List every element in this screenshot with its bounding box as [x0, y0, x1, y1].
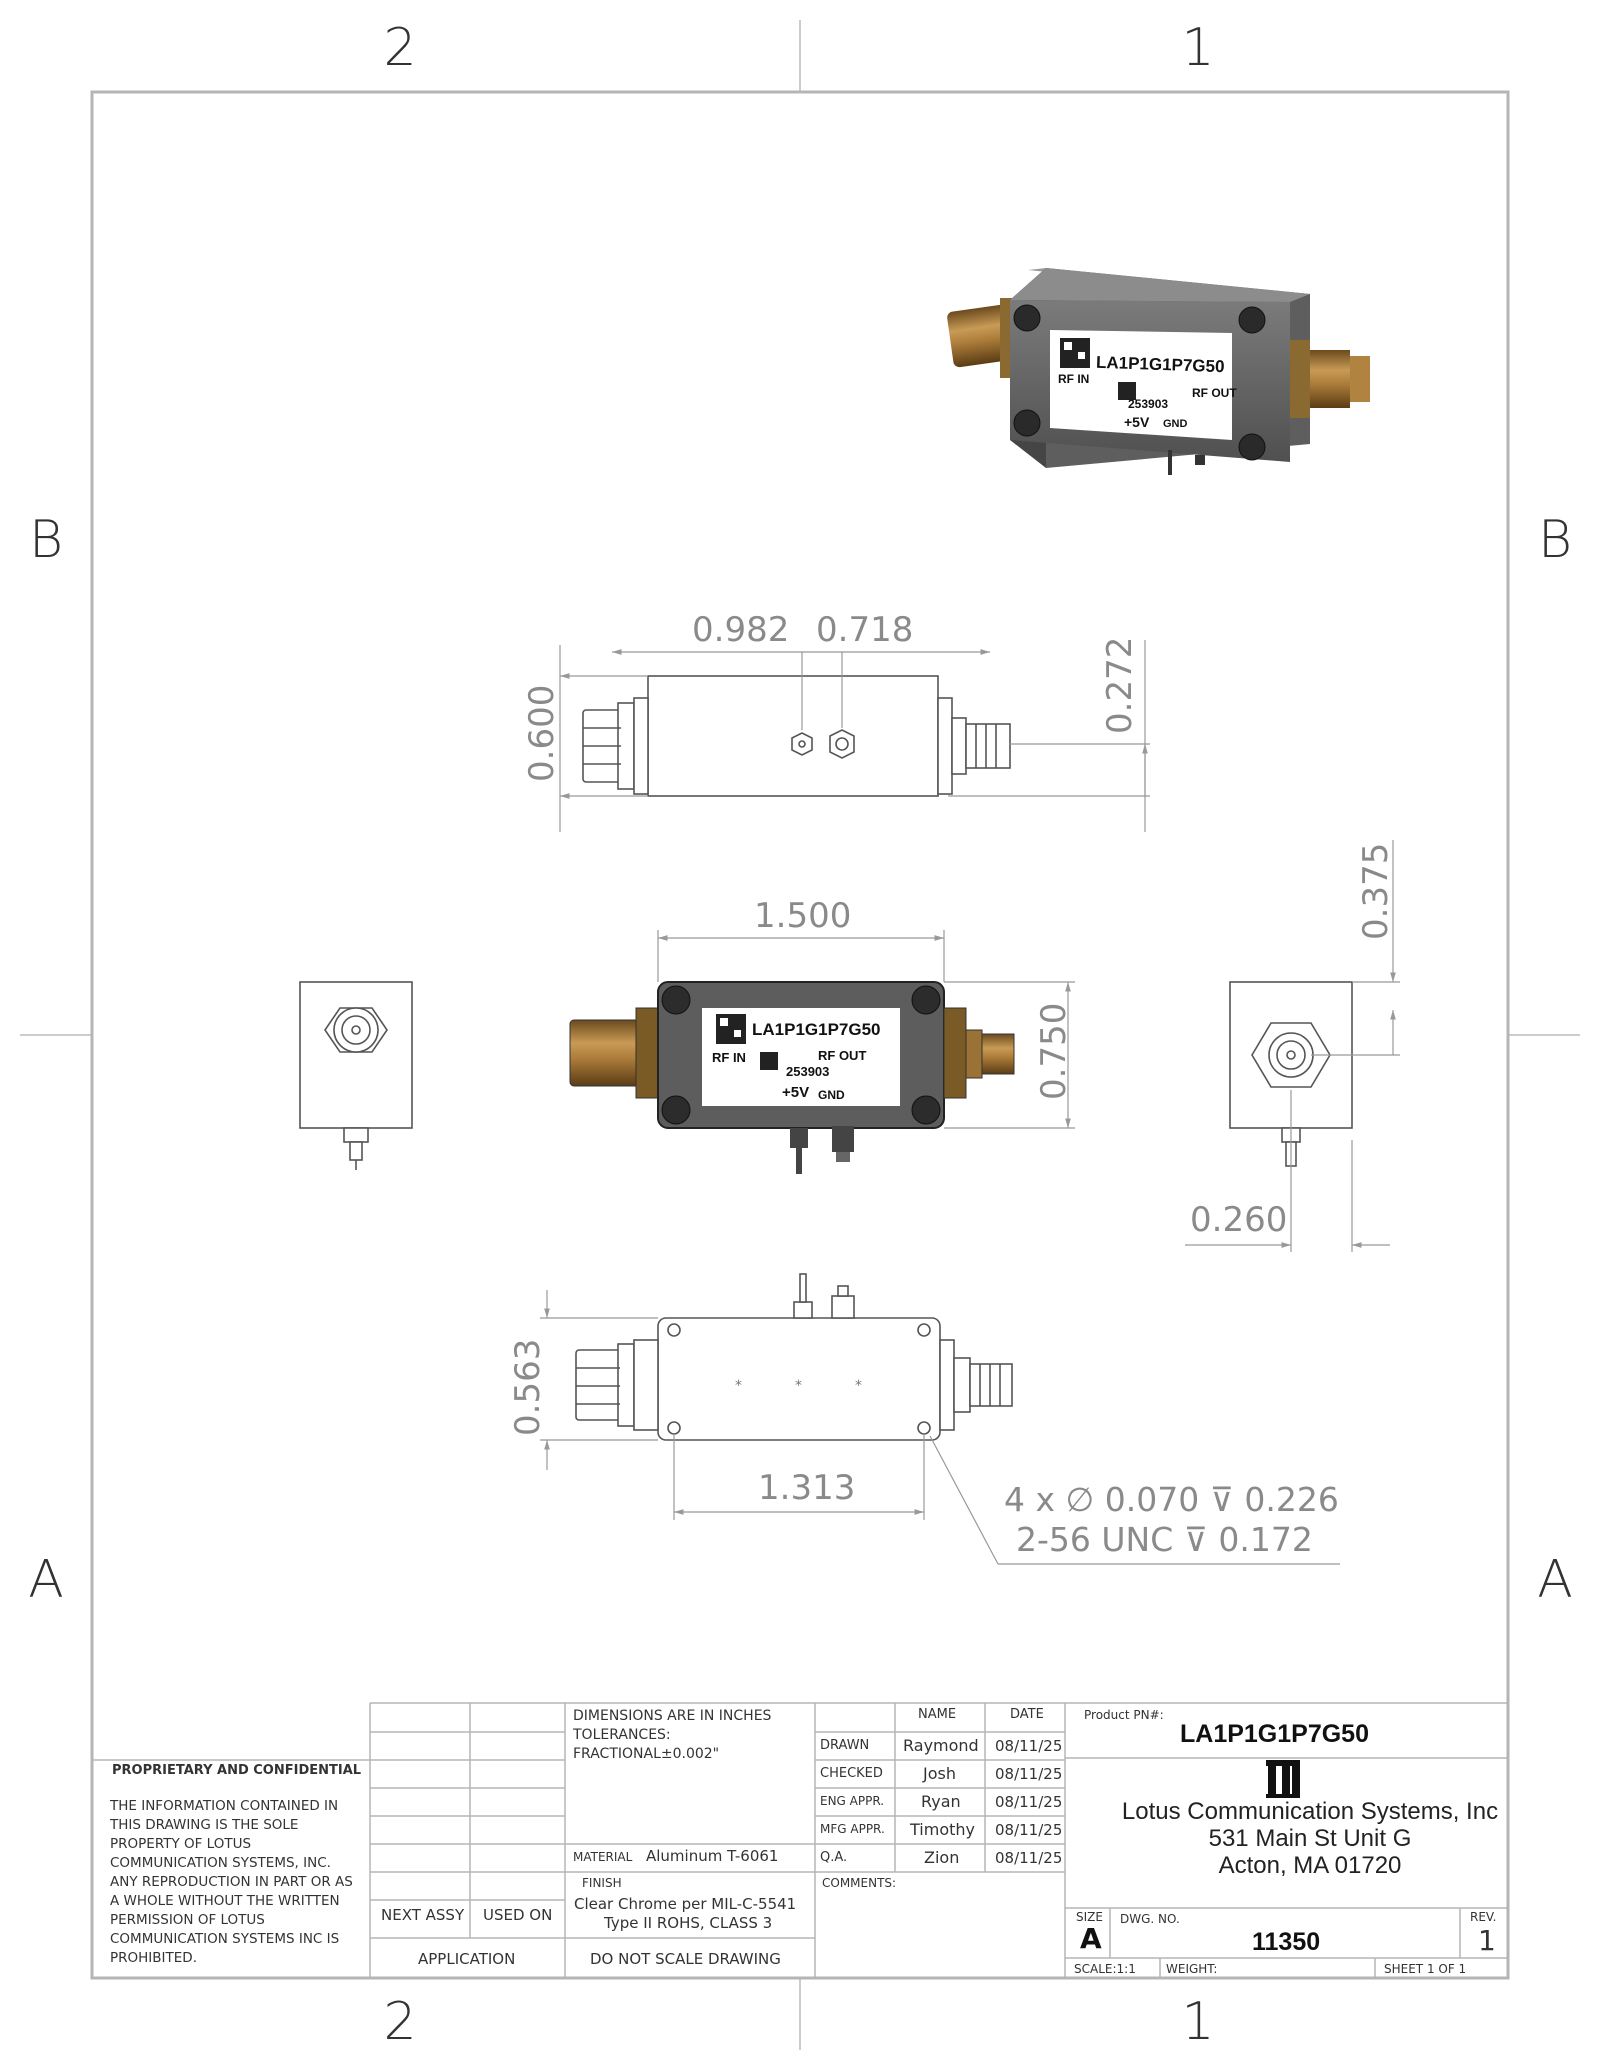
dimension-1500: 1.500 — [754, 896, 852, 936]
isometric-view — [947, 268, 1370, 475]
front-label-rf-in: RF IN — [712, 1050, 746, 1065]
approval-name-checked: Josh — [923, 1764, 956, 1783]
approval-date-eng: 08/11/25 — [995, 1793, 1063, 1811]
zone-label-bottom-1: 1 — [1181, 1992, 1215, 2052]
dimension-0260: 0.260 — [1190, 1200, 1288, 1240]
iso-label-power: +5V — [1124, 414, 1150, 430]
size-label: SIZE — [1076, 1910, 1103, 1924]
rev-value: 1 — [1478, 1924, 1496, 1957]
dimensions-note-1: DIMENSIONS ARE IN INCHES — [573, 1708, 772, 1724]
dimension-0982: 0.982 — [692, 610, 790, 650]
svg-text:*: * — [795, 1378, 802, 1394]
front-view-dimension-lines — [657, 930, 1075, 1129]
approval-date-qa: 08/11/25 — [995, 1849, 1063, 1867]
next-assy-label: NEXT ASSY — [381, 1906, 465, 1924]
approval-role-qa: Q.A. — [820, 1850, 848, 1865]
dimension-1313: 1.313 — [758, 1468, 856, 1508]
approval-name-drawn: Raymond — [903, 1736, 979, 1755]
front-view — [569, 981, 1015, 1174]
company-name: Lotus Communication Systems, Inc — [1121, 1798, 1499, 1825]
approval-date-drawn: 08/11/25 — [995, 1737, 1063, 1755]
title-block-grid — [92, 1702, 1508, 1978]
front-label-ground: GND — [818, 1088, 845, 1102]
approval-name-eng: Ryan — [921, 1792, 961, 1811]
dimension-0272: 0.272 — [1100, 636, 1140, 734]
dimension-0718: 0.718 — [816, 610, 914, 650]
top-view — [582, 675, 1011, 797]
iso-label-rf-out: RF OUT — [1192, 386, 1237, 400]
scale-label: SCALE:1:1 — [1074, 1962, 1136, 1976]
zone-ticks — [20, 20, 1580, 2050]
svg-text:*: * — [855, 1378, 862, 1394]
zone-label-top-2: 2 — [383, 18, 417, 78]
used-on-label: USED ON — [483, 1906, 553, 1924]
approval-date-header: DATE — [1010, 1707, 1044, 1722]
dimension-0375: 0.375 — [1356, 842, 1396, 940]
approval-date-mfg: 08/11/25 — [995, 1821, 1063, 1839]
dimension-0750: 0.750 — [1034, 1002, 1074, 1100]
proprietary-text: THE INFORMATION CONTAINED IN THIS DRAWIN… — [110, 1798, 353, 1966]
zone-label-left-b: B — [28, 510, 64, 570]
sheet-border — [90, 90, 1510, 1980]
material-value: Aluminum T-6061 — [646, 1847, 779, 1865]
finish-label: FINISH — [582, 1876, 622, 1890]
iso-label-rf-in: RF IN — [1058, 372, 1090, 386]
rev-label: REV. — [1470, 1910, 1497, 1924]
front-label-rf-out: RF OUT — [818, 1048, 867, 1063]
iso-label-ground: GND — [1163, 418, 1188, 430]
zone-label-top-1: 1 — [1181, 18, 1215, 78]
zone-label-bottom-2: 2 — [383, 1992, 417, 2052]
dwg-no-value: 11350 — [1252, 1928, 1321, 1956]
dwg-no-label: DWG. NO. — [1120, 1912, 1180, 1926]
bottom-view-dimension-lines — [540, 1290, 1340, 1565]
front-label-part-number: LA1P1G1P7G50 — [752, 1020, 881, 1039]
finish-line-2: Type II ROHS, CLASS 3 — [604, 1914, 773, 1932]
dimension-0600: 0.600 — [522, 684, 562, 782]
size-value: A — [1080, 1922, 1102, 1955]
approval-role-mfg: MFG APPR. — [820, 1822, 885, 1836]
approval-name-header: NAME — [918, 1707, 957, 1722]
bottom-view — [575, 1273, 1013, 1441]
sheet-label: SHEET 1 OF 1 — [1384, 1962, 1467, 1976]
company-city: Acton, MA 01720 — [1218, 1852, 1402, 1879]
approval-role-checked: CHECKED — [820, 1766, 883, 1781]
finish-line-1: Clear Chrome per MIL-C-5541 — [574, 1895, 797, 1913]
company-street: 531 Main St Unit G — [1208, 1825, 1412, 1852]
front-label-power: +5V — [782, 1084, 810, 1101]
approval-role-drawn: DRAWN — [820, 1738, 870, 1753]
iso-label-serial: 253903 — [1128, 397, 1169, 411]
application-label: APPLICATION — [418, 1950, 516, 1968]
bottom-view-marks: * * * — [735, 1378, 862, 1394]
weight-label: WEIGHT: — [1166, 1962, 1218, 1976]
zone-label-right-a: A — [1537, 1550, 1573, 1610]
company-logo-icon — [1266, 1760, 1300, 1798]
zone-label-left-a: A — [28, 1550, 64, 1610]
left-side-view — [299, 981, 413, 1170]
front-label-serial: 253903 — [786, 1064, 830, 1079]
comments-label: COMMENTS: — [822, 1876, 897, 1890]
company-address: Lotus Communication Systems, Inc 531 Mai… — [1070, 1798, 1550, 1879]
material-label: MATERIAL — [573, 1850, 633, 1864]
product-pn-value: LA1P1G1P7G50 — [1180, 1720, 1369, 1748]
hole-callout-line-1: 4 x ∅ 0.070 ⊽ 0.226 — [1004, 1480, 1339, 1519]
do-not-scale-note: DO NOT SCALE DRAWING — [590, 1950, 781, 1968]
approval-name-mfg: Timothy — [910, 1820, 975, 1839]
approval-date-checked: 08/11/25 — [995, 1765, 1063, 1783]
approval-role-eng: ENG APPR. — [820, 1794, 885, 1808]
approval-name-qa: Zion — [924, 1848, 960, 1867]
dimensions-note-3: FRACTIONAL±0.002" — [573, 1746, 720, 1762]
dimension-0563: 0.563 — [508, 1338, 548, 1436]
hole-callout-line-2: 2-56 UNC ⊽ 0.172 — [1016, 1520, 1313, 1559]
product-pn-label: Product PN#: — [1084, 1708, 1164, 1722]
proprietary-heading: PROPRIETARY AND CONFIDENTIAL — [112, 1763, 362, 1778]
svg-text:*: * — [735, 1378, 742, 1394]
top-view-dimension-lines — [559, 640, 1150, 832]
zone-label-right-b: B — [1537, 510, 1573, 570]
dimensions-note-2: TOLERANCES: — [573, 1727, 671, 1743]
side-view-dimension-lines — [1185, 840, 1400, 1252]
